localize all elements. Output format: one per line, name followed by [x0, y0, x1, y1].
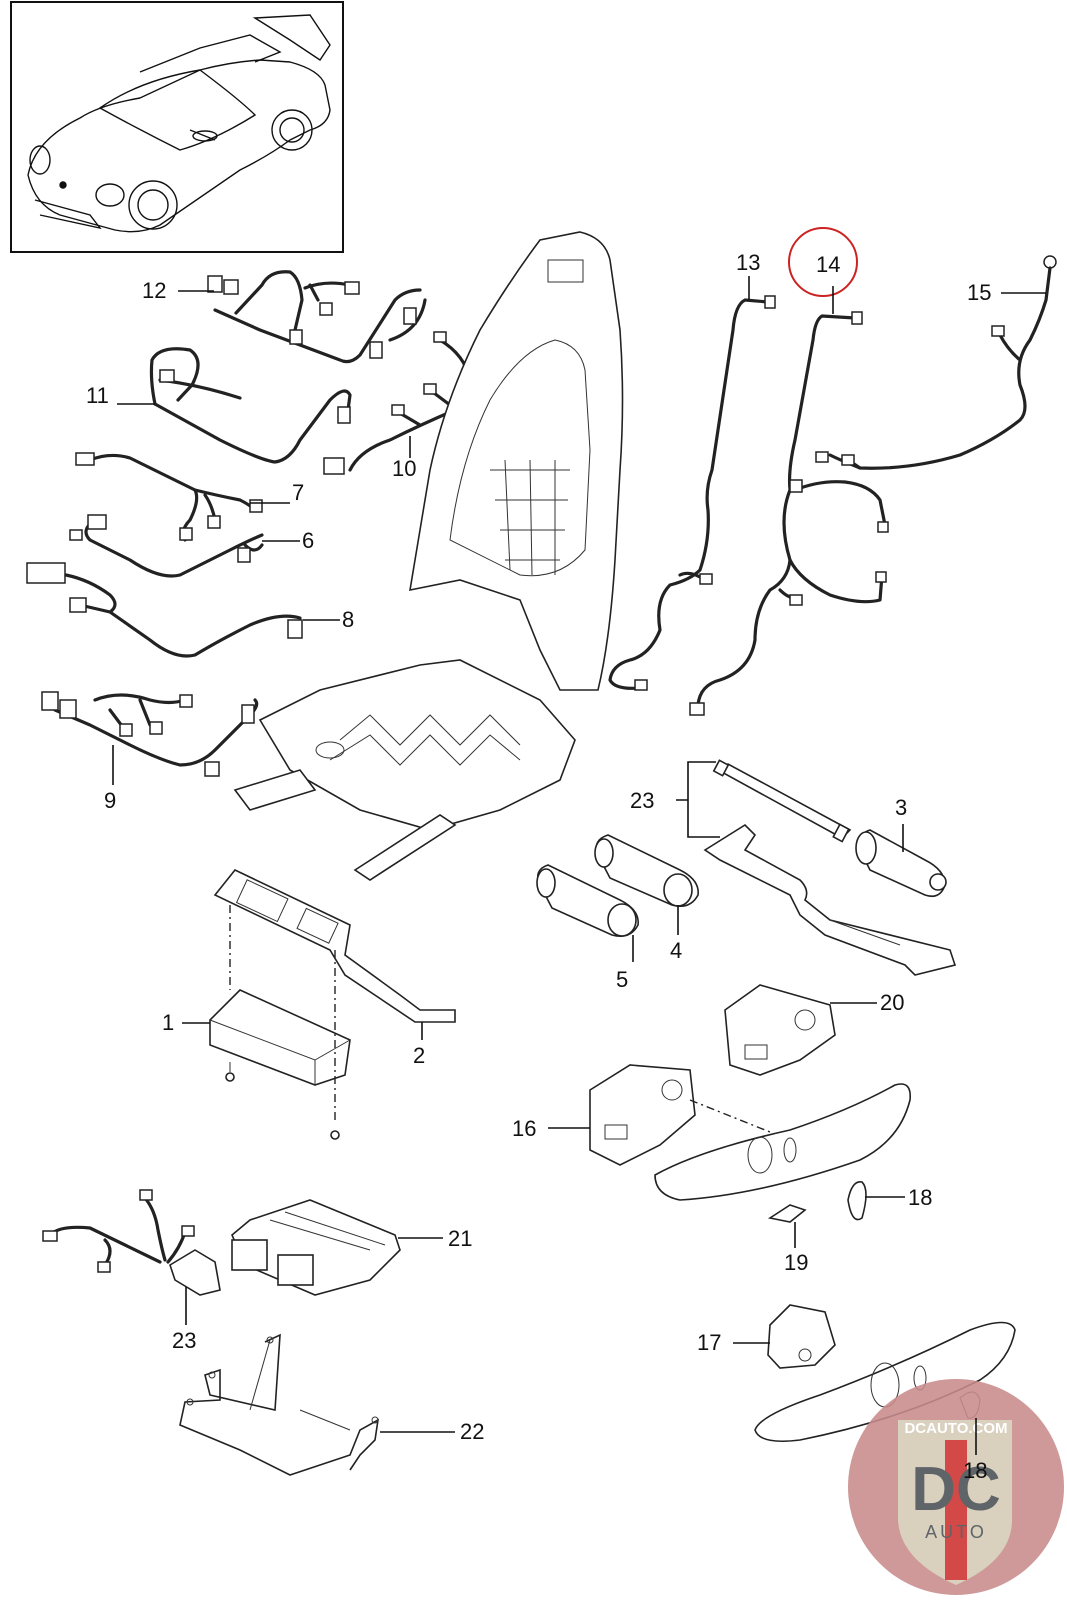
- label-1: 1: [162, 1010, 174, 1035]
- label-11: 11: [86, 383, 109, 408]
- part-16-switch[interactable]: [589, 1064, 791, 1166]
- harness-13[interactable]: [608, 295, 776, 691]
- part-2-bracket[interactable]: [213, 869, 456, 1023]
- seat-base-frame: [233, 659, 576, 881]
- label-23a: 23: [630, 788, 654, 813]
- part-21-airbag-module[interactable]: [231, 1199, 401, 1296]
- harness-15[interactable]: [815, 255, 1057, 470]
- label-4: 4: [670, 938, 682, 963]
- watermark-logo-sub: AUTO: [925, 1522, 987, 1542]
- part-23-harness[interactable]: [42, 1189, 221, 1296]
- harness-12[interactable]: [207, 270, 427, 364]
- highlight-circle-14: [788, 227, 858, 297]
- label-12: 12: [142, 278, 166, 303]
- seat-trim-panel-upper: [654, 1083, 912, 1201]
- label-13: 13: [736, 250, 760, 275]
- harness-6[interactable]: [69, 514, 264, 578]
- vehicle-thumbnail: [10, 1, 344, 253]
- watermark-logo-main: DC: [911, 1455, 1001, 1524]
- label-3: 3: [895, 795, 907, 820]
- seat-back-frame: [409, 231, 624, 691]
- leader-23a-bracket: [676, 761, 720, 838]
- label-9: 9: [104, 788, 116, 813]
- part-22-bracket[interactable]: [179, 1333, 380, 1476]
- label-6: 6: [302, 528, 314, 553]
- part-3-motor[interactable]: [855, 829, 947, 898]
- harness-14[interactable]: [689, 311, 889, 716]
- label-10: 10: [392, 456, 416, 481]
- harness-8[interactable]: [26, 562, 303, 658]
- part-5-motor[interactable]: [536, 864, 639, 938]
- harness-7[interactable]: [75, 452, 263, 542]
- label-15: 15: [967, 280, 991, 305]
- label-7: 7: [292, 480, 304, 505]
- watermark-site: DCAUTO.COM: [904, 1420, 1007, 1437]
- harness-9[interactable]: [41, 691, 259, 777]
- part-23-bracket[interactable]: [703, 823, 957, 976]
- label-2: 2: [413, 1043, 425, 1068]
- label-19: 19: [784, 1250, 808, 1275]
- label-17: 17: [697, 1330, 721, 1355]
- label-22: 22: [460, 1419, 484, 1444]
- part-17-switch[interactable]: [767, 1304, 836, 1369]
- car-illustration: [27, 14, 331, 233]
- label-18a: 18: [908, 1185, 932, 1210]
- label-23b: 23: [172, 1328, 196, 1353]
- label-16: 16: [512, 1116, 536, 1141]
- part-20-switch[interactable]: [724, 984, 836, 1076]
- label-21: 21: [448, 1226, 472, 1251]
- part-4-motor[interactable]: [594, 834, 699, 908]
- part-1-control-module[interactable]: [209, 905, 351, 1140]
- part-19-cover[interactable]: [767, 1204, 807, 1223]
- label-5: 5: [616, 967, 628, 992]
- watermark-logo: DCAUTO.COM DC AUTO: [848, 1379, 1064, 1595]
- part-23-shaft[interactable]: [712, 759, 852, 843]
- label-8: 8: [342, 607, 354, 632]
- harness-11[interactable]: [149, 347, 352, 464]
- label-20: 20: [880, 990, 904, 1015]
- label-18b: 18: [963, 1458, 987, 1483]
- part-18-cover[interactable]: [847, 1181, 867, 1221]
- label-14: 14: [816, 252, 840, 277]
